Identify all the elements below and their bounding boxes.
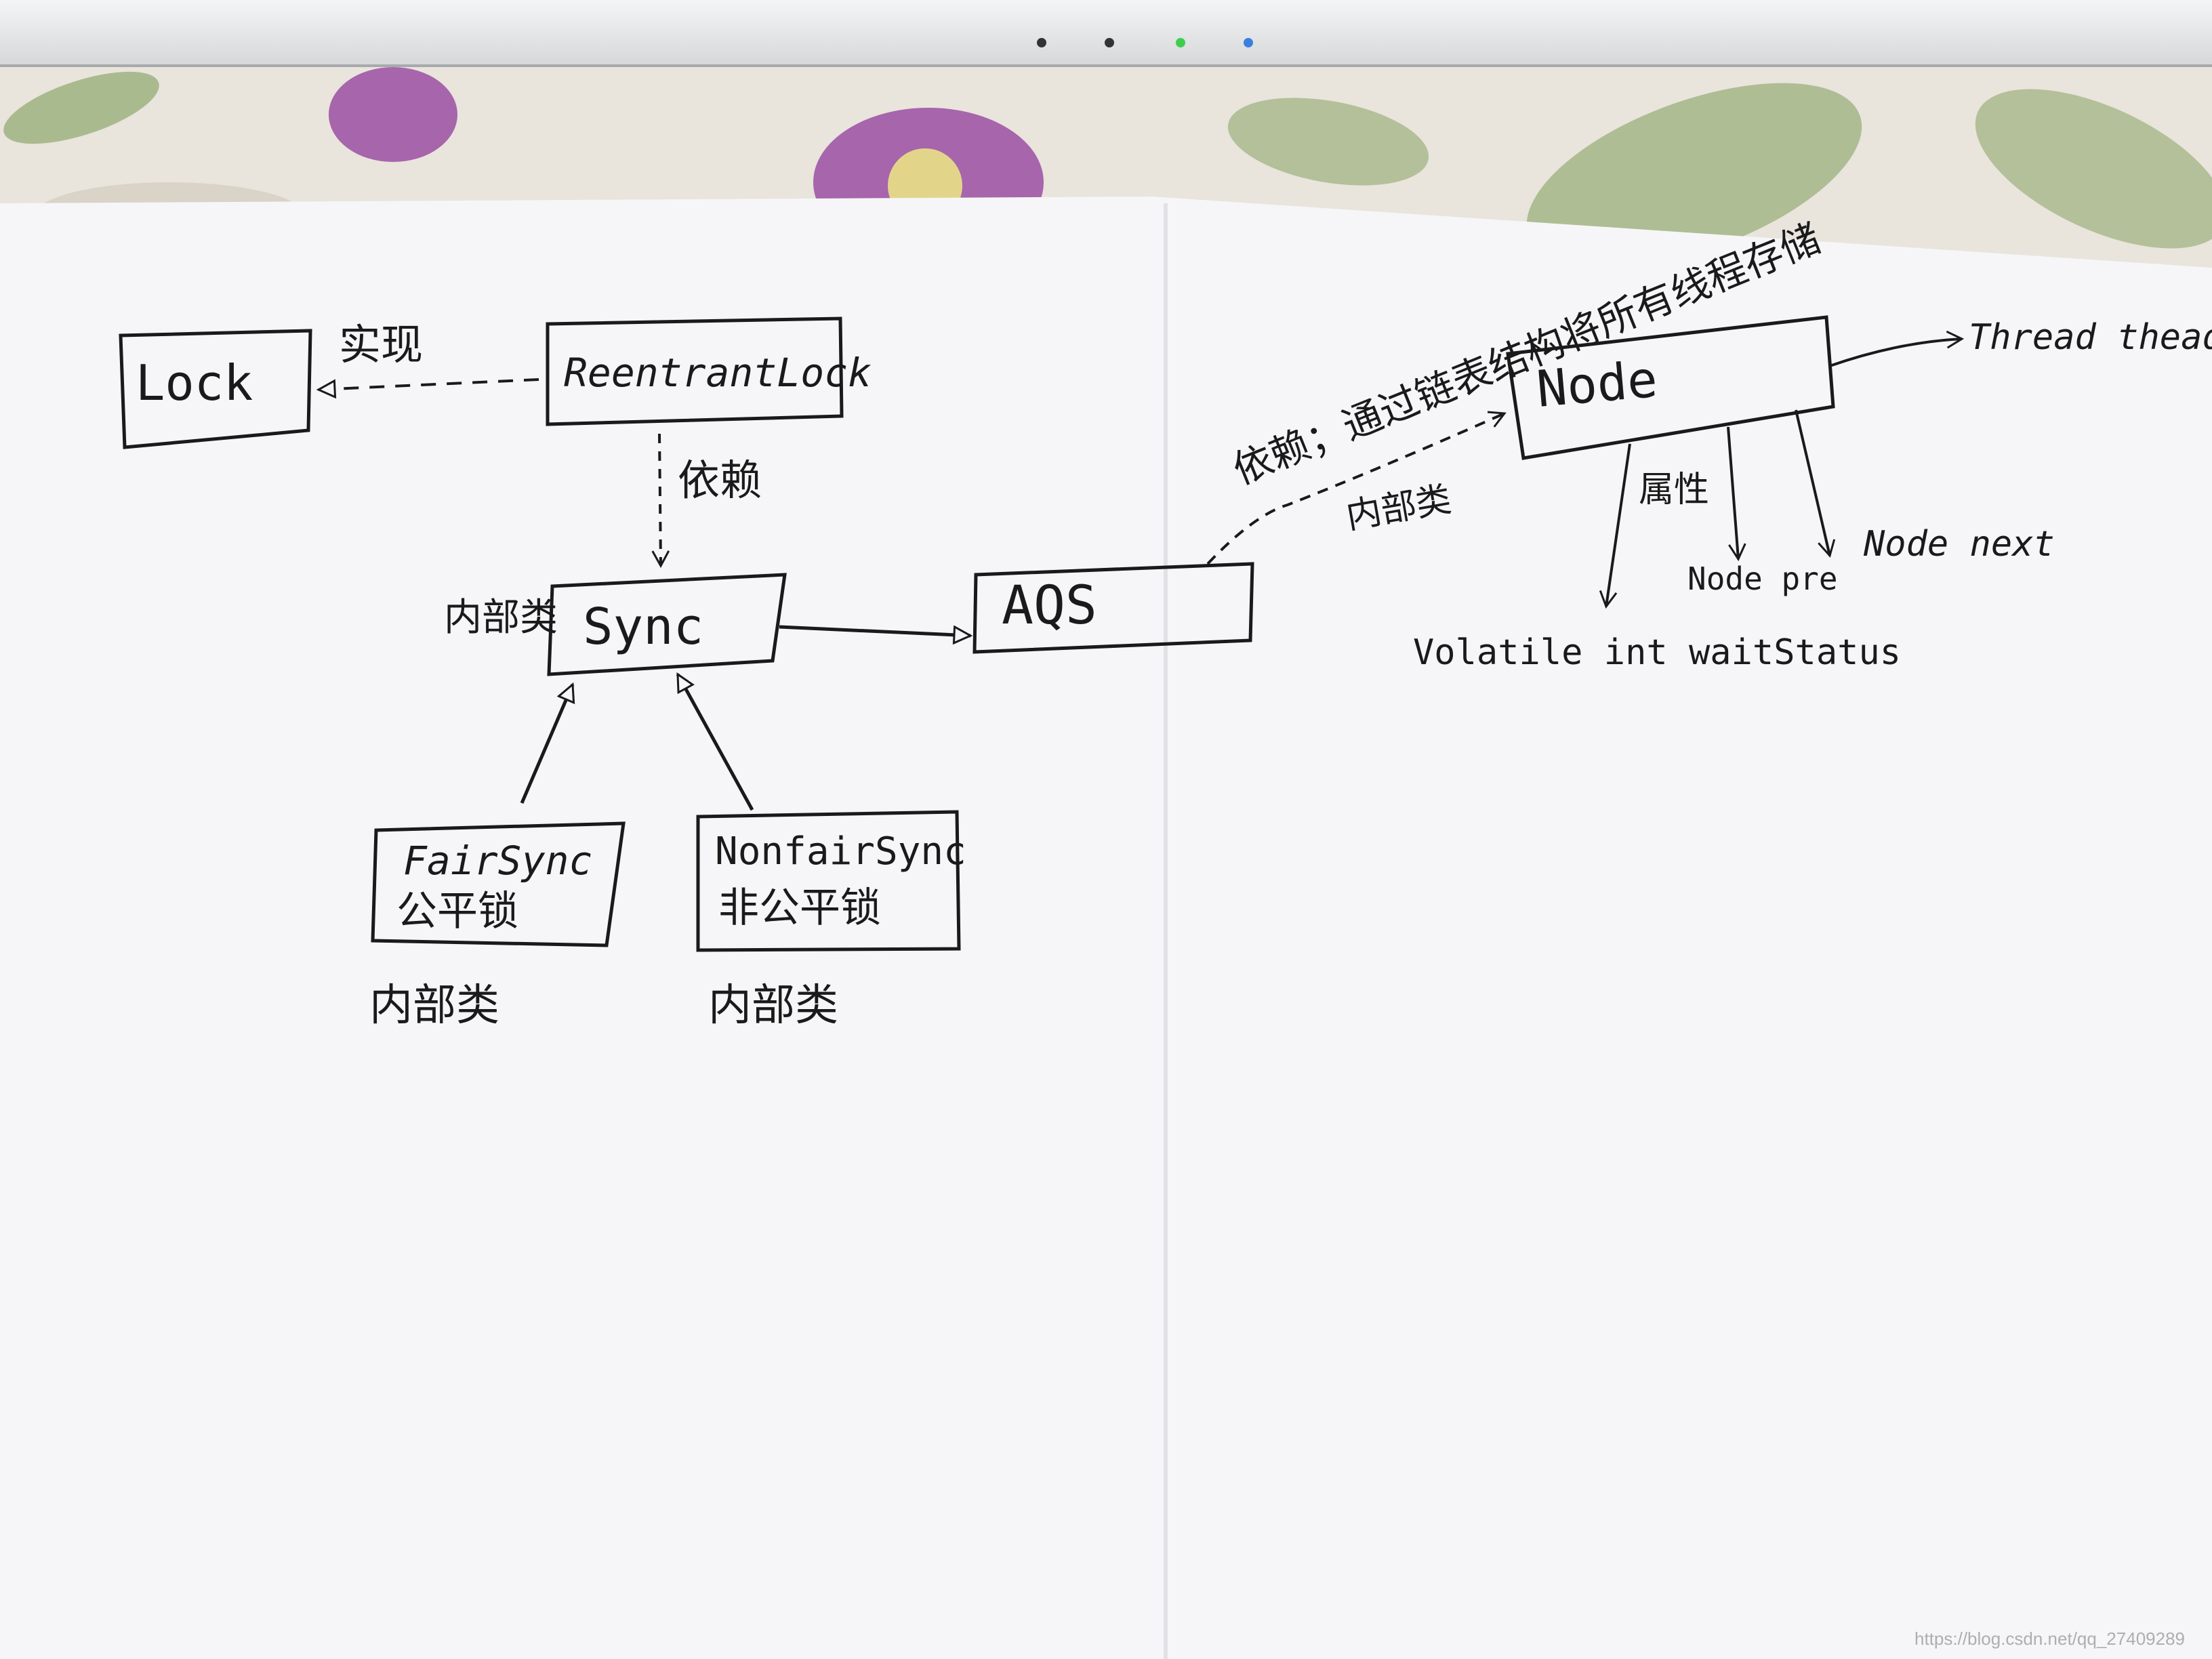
depends-edge bbox=[651, 433, 670, 569]
leaf-shape bbox=[1227, 98, 1429, 186]
nonfairsync-inner-class-label: 内部类 bbox=[708, 981, 838, 1031]
node-node: Node bbox=[1506, 315, 1835, 460]
aqs-to-node-edge bbox=[1206, 411, 1507, 565]
pre-edge bbox=[1727, 426, 1746, 562]
waitstatus-edge bbox=[1599, 443, 1631, 609]
power-led-green bbox=[1176, 38, 1185, 47]
nonfairsync-inherits-edge bbox=[676, 674, 754, 811]
nonfairsync-node: NonfairSync 非公平锁 bbox=[696, 810, 966, 952]
depends-label: 依赖 bbox=[678, 455, 762, 505]
nonfairsync-cn-label: 非公平锁 bbox=[718, 884, 881, 932]
sync-node: Sync bbox=[547, 573, 787, 676]
sync-box bbox=[547, 573, 787, 676]
leaf-shape bbox=[1975, 89, 2212, 249]
attr-label: 属性 bbox=[1639, 470, 1709, 510]
lock-node: Lock bbox=[119, 329, 312, 449]
fairsync-inherits-edge bbox=[520, 684, 573, 804]
implements-label: 实现 bbox=[339, 320, 423, 369]
lock-label: Lock bbox=[136, 354, 253, 411]
implements-edge bbox=[319, 378, 539, 390]
aqs-label: AQS bbox=[1002, 575, 1097, 636]
aqs-box bbox=[972, 562, 1254, 654]
watermark: https://blog.csdn.net/qq_27409289 bbox=[1914, 1629, 2185, 1649]
paper-sheet bbox=[0, 197, 2212, 1659]
reentrantlock-box bbox=[546, 316, 844, 426]
nonfairsync-label: NonfairSync bbox=[715, 830, 966, 874]
fairsync-box bbox=[371, 821, 626, 947]
node-label: Node bbox=[1534, 350, 1660, 419]
node-box bbox=[1506, 315, 1835, 460]
node-thread-edge bbox=[1829, 330, 1965, 367]
waitstatus-field-label: Volatile int waitStatus bbox=[1413, 632, 1901, 673]
lock-box bbox=[119, 329, 312, 449]
leaf-shape bbox=[1526, 83, 1862, 268]
fairsync-node: FairSync 公平锁 bbox=[371, 821, 626, 947]
reentrantlock-node: ReentrantLock bbox=[546, 316, 872, 426]
sync-inner-class-label: 内部类 bbox=[444, 596, 558, 640]
next-field-label: Node next bbox=[1863, 524, 2055, 565]
pre-field-label: Node pre bbox=[1687, 560, 1838, 597]
leaf-shape bbox=[3, 71, 159, 144]
monitor-bezel bbox=[0, 0, 2212, 67]
reentrantlock-label: ReentrantLock bbox=[564, 350, 872, 396]
next-edge bbox=[1795, 409, 1836, 558]
sync-to-aqs-edge bbox=[779, 625, 970, 636]
nonfairsync-box bbox=[696, 810, 961, 952]
indicator-dot-blue bbox=[1244, 38, 1253, 47]
fairsync-label: FairSync bbox=[403, 838, 592, 884]
thread-field-label: Thread thead bbox=[1969, 317, 2212, 358]
fairsync-cn-label: 公平锁 bbox=[396, 888, 518, 935]
flower-shape bbox=[329, 67, 457, 162]
fairsync-inner-class-label: 内部类 bbox=[369, 981, 499, 1031]
aqs-node: AQS bbox=[972, 562, 1254, 654]
indicator-dot bbox=[1037, 38, 1046, 47]
sync-label: Sync bbox=[583, 598, 703, 656]
indicator-dot bbox=[1105, 38, 1114, 47]
